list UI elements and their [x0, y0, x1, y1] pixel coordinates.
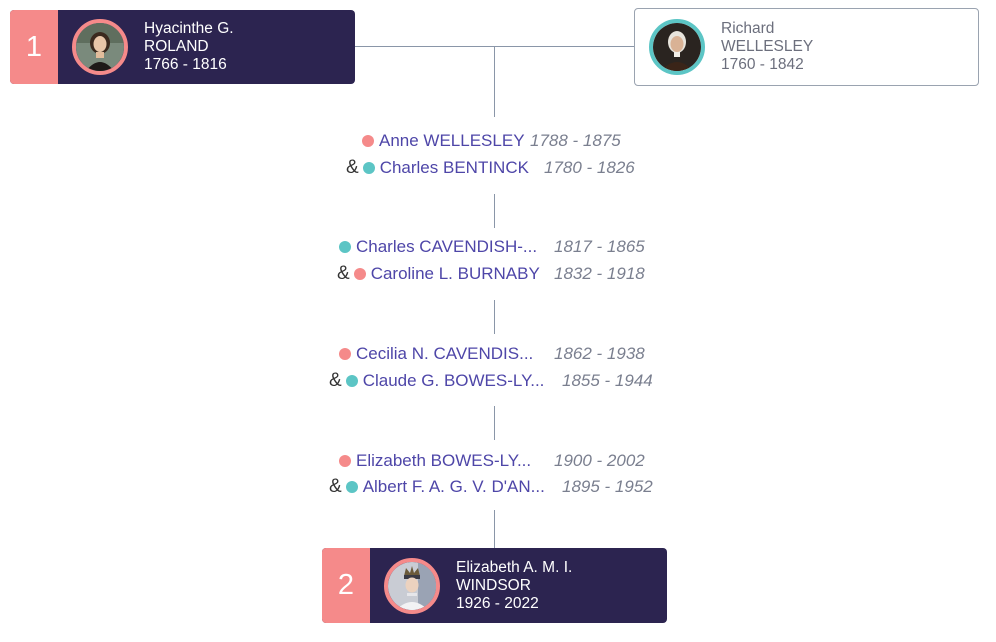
- gen4-spouse-row: & Albert F. A. G. V. D'AN...: [329, 475, 545, 499]
- male-icon: [362, 162, 375, 174]
- female-icon: [339, 455, 351, 467]
- gen1-spouse-years: 1780 - 1826: [544, 158, 635, 177]
- gen3-person-years: 1862 - 1938: [554, 344, 645, 363]
- gen2-spouse-name[interactable]: Caroline L. BURNABY: [370, 264, 540, 283]
- male-icon: [339, 241, 351, 253]
- gen2-person-name[interactable]: Charles CAVENDISH-...: [356, 237, 538, 256]
- gen4-spouse-name[interactable]: Albert F. A. G. V. D'AN...: [362, 477, 545, 496]
- descendant-portrait: [384, 557, 440, 614]
- gen3-person-name[interactable]: Cecilia N. CAVENDIS...: [356, 344, 534, 363]
- spouse-portrait: [649, 19, 705, 75]
- ampersand: &: [346, 157, 359, 178]
- spouse-years: 1760 - 1842: [721, 56, 804, 73]
- gen1-spouse-name[interactable]: Charles BENTINCK: [379, 158, 529, 177]
- female-icon: [362, 135, 374, 147]
- ancestor-portrait: [72, 19, 128, 75]
- descent-line-top: [494, 47, 495, 117]
- descendant-years: 1926 - 2022: [456, 594, 539, 612]
- gen2-spouse-years: 1832 - 1918: [554, 264, 645, 283]
- gen2-spouse-row: & Caroline L. BURNABY: [337, 262, 540, 286]
- gen2-person-row: Charles CAVENDISH-...: [339, 235, 537, 259]
- gen3-spouse-name[interactable]: Claude G. BOWES-LY...: [362, 371, 545, 390]
- descendant-last-name: WINDSOR: [456, 576, 531, 594]
- gen4-person-row: Elizabeth BOWES-LY...: [339, 449, 531, 473]
- gen1-person-row: Anne WELLESLEY: [362, 129, 525, 153]
- ampersand: &: [337, 263, 350, 284]
- spouse-card[interactable]: Richard WELLESLEY 1760 - 1842: [634, 8, 979, 86]
- descendant-info: Elizabeth A. M. I. WINDSOR 1926 - 2022: [456, 559, 572, 613]
- descendant-first-name: Elizabeth A. M. I.: [456, 558, 573, 576]
- gen1-person-years: 1788 - 1875: [530, 131, 621, 150]
- ancestor-years: 1766 - 1816: [144, 56, 227, 73]
- ampersand: &: [329, 370, 342, 391]
- ancestor-info: Hyacinthe G. ROLAND 1766 - 1816: [144, 20, 234, 74]
- spouse-last-name: WELLESLEY: [721, 38, 814, 55]
- descendant-number-badge: 2: [322, 548, 370, 623]
- descent-line-3: [494, 406, 495, 440]
- descent-line-bottom: [494, 510, 495, 548]
- descent-line-2: [494, 300, 495, 334]
- ancestor-last-name: ROLAND: [144, 38, 209, 55]
- gen2-person-years: 1817 - 1865: [554, 237, 645, 256]
- ancestor-number-badge: 1: [10, 10, 58, 84]
- gen3-person-row: Cecilia N. CAVENDIS...: [339, 342, 533, 366]
- gen3-spouse-row: & Claude G. BOWES-LY...: [329, 369, 544, 393]
- descent-line-1: [494, 194, 495, 228]
- gen4-spouse-years: 1895 - 1952: [562, 477, 653, 496]
- spouse-info: Richard WELLESLEY 1760 - 1842: [721, 20, 813, 74]
- gen1-person-name[interactable]: Anne WELLESLEY: [379, 131, 525, 150]
- couple-connector-line: [355, 46, 635, 47]
- ampersand: &: [329, 476, 342, 497]
- gen4-person-name[interactable]: Elizabeth BOWES-LY...: [356, 451, 532, 470]
- spouse-first-name: Richard: [721, 20, 775, 37]
- male-icon: [345, 375, 358, 387]
- gen4-person-years: 1900 - 2002: [554, 451, 645, 470]
- ancestor-card[interactable]: 1 Hyacinthe G. ROLAND 1766 - 1816: [10, 10, 355, 84]
- female-icon: [353, 268, 366, 280]
- female-icon: [339, 348, 351, 360]
- ancestor-first-name: Hyacinthe G.: [144, 20, 234, 37]
- descendant-card[interactable]: 2 Elizabeth A. M. I. WINDSOR 1926 - 2022: [322, 548, 667, 623]
- male-icon: [345, 481, 358, 493]
- gen3-spouse-years: 1855 - 1944: [562, 371, 653, 390]
- gen1-spouse-row: & Charles BENTINCK: [346, 156, 529, 180]
